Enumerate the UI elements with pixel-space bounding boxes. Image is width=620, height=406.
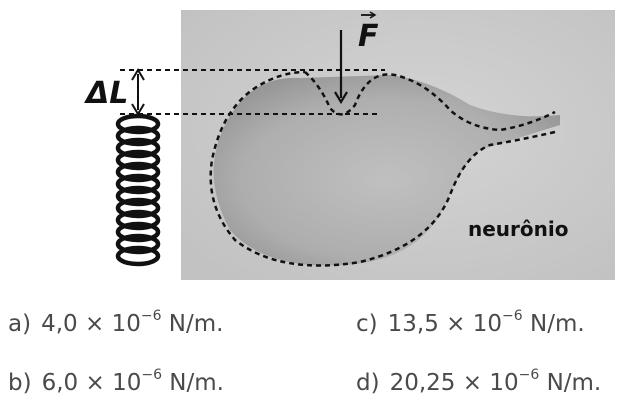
delta-l-arrowhead-bottom xyxy=(131,103,145,116)
option-a-mantissa: 4,0 xyxy=(41,311,78,337)
neuron-label: neurônio xyxy=(468,217,568,241)
option-c-base: 10 xyxy=(472,311,503,337)
option-b-exponent: −6 xyxy=(141,367,162,383)
option-d-times: × xyxy=(462,370,483,396)
option-c: c) 13,5 × 10−6 N/m. xyxy=(356,308,585,337)
option-a-letter: a) xyxy=(8,311,32,337)
option-b-mantissa: 6,0 xyxy=(41,370,79,396)
option-d: d) 20,25 × 10−6 N/m. xyxy=(356,367,602,396)
option-b-base: 10 xyxy=(112,370,142,396)
option-c-unit: N/m. xyxy=(529,311,585,337)
force-arrowhead xyxy=(334,91,348,105)
option-a-unit: N/m. xyxy=(168,311,224,337)
diagram-figure: F ΔL neurônio xyxy=(84,10,615,280)
option-c-exponent: −6 xyxy=(502,308,523,324)
force-vector-bar-head xyxy=(369,11,377,19)
option-d-unit: N/m. xyxy=(546,370,602,396)
option-d-mantissa: 20,25 xyxy=(389,370,456,396)
delta-l-label: ΔL xyxy=(84,76,128,111)
delta-l-arrowhead-top xyxy=(131,68,145,81)
option-a-times: × xyxy=(84,311,105,337)
option-c-times: × xyxy=(446,311,466,337)
option-d-base: 10 xyxy=(489,370,519,396)
option-a: a) 4,0 × 10−6 N/m. xyxy=(8,308,224,337)
option-b-times: × xyxy=(85,370,105,396)
force-label: F xyxy=(358,19,379,54)
spring-icon xyxy=(115,113,161,267)
option-a-exponent: −6 xyxy=(140,308,162,324)
option-b-letter: b) xyxy=(8,370,32,396)
option-b: b) 6,0 × 10−6 N/m. xyxy=(8,367,224,396)
option-b-unit: N/m. xyxy=(169,370,224,396)
neuron-outline xyxy=(209,70,556,267)
option-c-letter: c) xyxy=(356,311,378,337)
option-c-mantissa: 13,5 xyxy=(387,311,439,337)
option-d-exponent: −6 xyxy=(518,367,540,383)
neuron-body-shading xyxy=(213,75,561,266)
option-d-letter: d) xyxy=(356,370,380,396)
option-a-base: 10 xyxy=(111,311,141,337)
